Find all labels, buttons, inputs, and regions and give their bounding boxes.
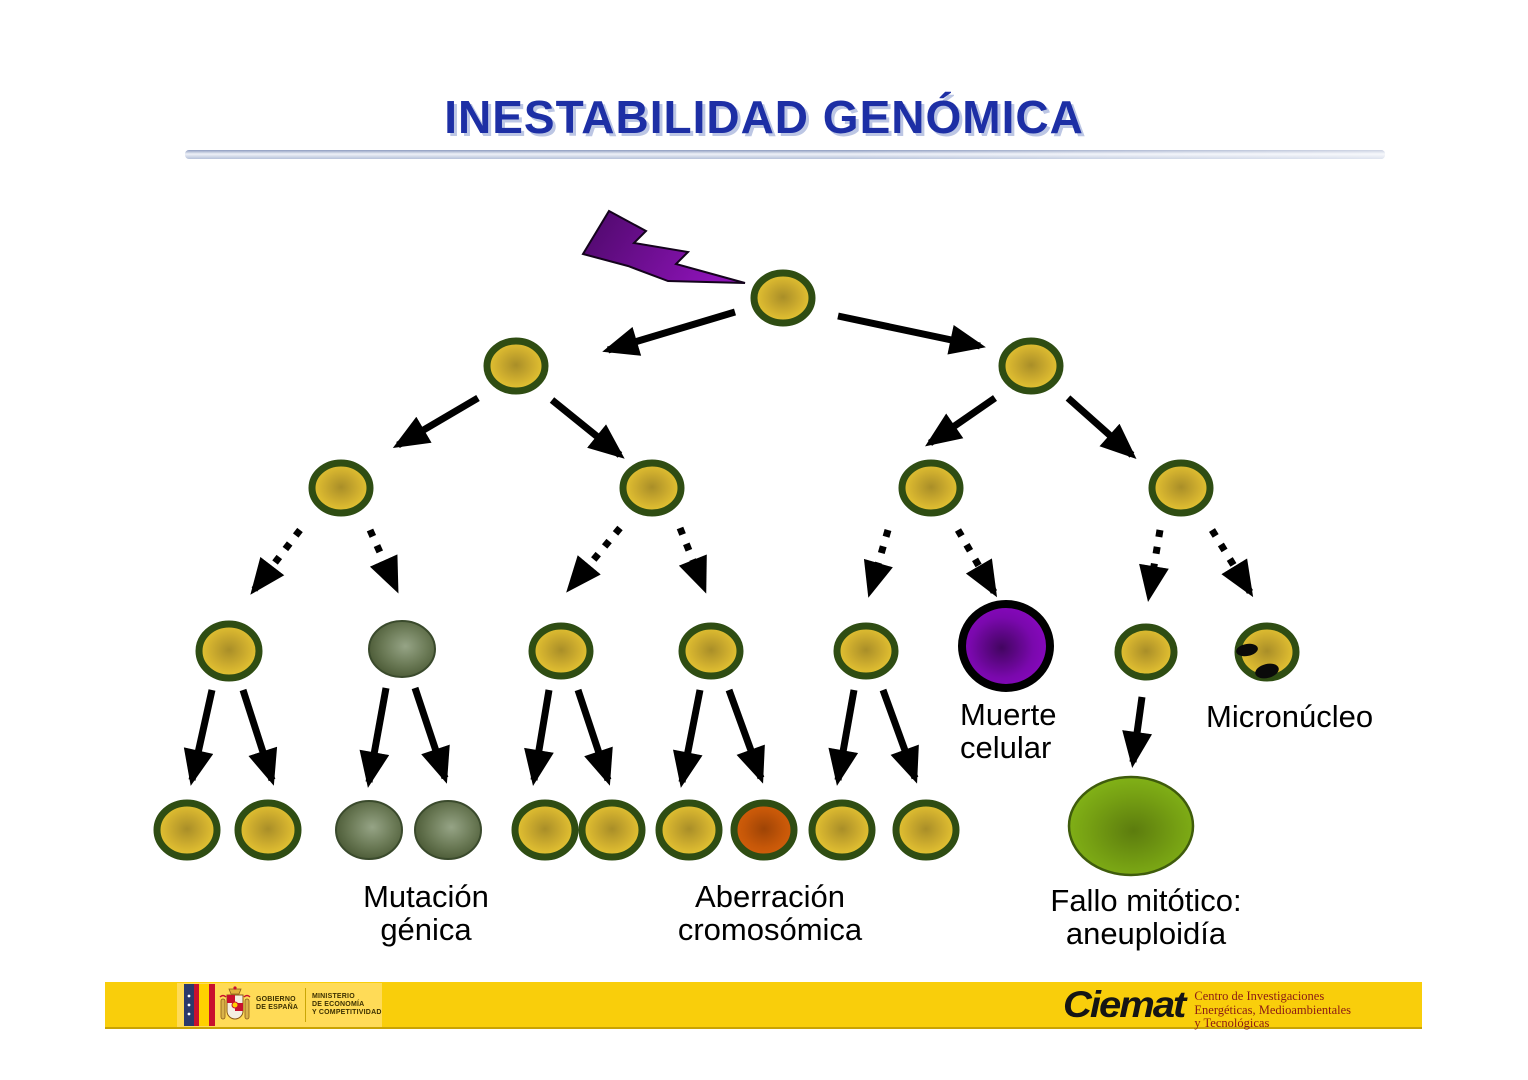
cell-normal <box>898 459 964 517</box>
label-mutacion-genica: Mutación génica <box>363 879 489 947</box>
cell-aneuploid <box>1067 775 1195 877</box>
cell-normal <box>511 799 579 861</box>
footer-bar: GOBIERNO DE ESPAÑA MINISTERIO DE ECONOMÍ… <box>105 982 1422 1031</box>
title-underline <box>185 150 1385 159</box>
cell-normal <box>655 799 723 861</box>
cell-normal <box>195 620 263 682</box>
cell-dead <box>958 600 1054 692</box>
micronucleus-blob <box>1255 663 1279 679</box>
cell-normal <box>833 622 899 680</box>
ministerio-text: MINISTERIO DE ECONOMÍA Y COMPETITIVIDAD <box>312 993 382 1016</box>
cell-normal <box>234 799 302 861</box>
slide-title: INESTABILIDAD GENÓMICA <box>444 91 1084 143</box>
ciemat-description: Centro de Investigaciones Energéticas, M… <box>1194 989 1352 1030</box>
cell-normal <box>308 459 374 517</box>
cell-normal <box>619 459 685 517</box>
cell-normal <box>528 622 594 680</box>
cell-normal <box>578 799 646 861</box>
spain-eu-flag-icon <box>184 984 215 1026</box>
cell-mutated <box>335 800 403 860</box>
cell-mutated <box>414 800 482 860</box>
cell-normal <box>808 799 876 861</box>
delayed-effect-arrows <box>250 525 1254 602</box>
cell-normal <box>1148 459 1214 517</box>
label-micronucleo: Micronúcleo <box>1206 699 1374 734</box>
cell-normal <box>1114 623 1178 681</box>
ciemat-wordmark: Ciemat <box>1063 984 1186 1026</box>
cell-normal <box>750 269 816 327</box>
cell-mutated <box>368 620 436 678</box>
label-fallo-mitotico: Fallo mitótico: aneuploidía <box>1050 883 1242 951</box>
cell-normal <box>678 622 744 680</box>
footer-divider <box>305 988 306 1022</box>
spain-coat-of-arms-icon <box>219 986 251 1020</box>
label-muerte-celular: Muerte celular <box>960 697 1057 765</box>
cell-normal <box>483 337 549 395</box>
lightning-bolt-icon <box>581 209 746 284</box>
cell-normal <box>892 799 960 861</box>
cell-normal <box>153 799 221 861</box>
division-arrows <box>183 308 1153 788</box>
cell-aberrant <box>730 799 798 861</box>
cell-with-micronucleus <box>1234 622 1300 682</box>
label-aberracion-cromosomica: Aberración cromosómica <box>677 879 863 947</box>
micronucleus-blob <box>1236 643 1258 657</box>
ciemat-logo: Ciemat Centro de Investigaciones Energét… <box>1063 987 1351 1031</box>
gobierno-de-espana-text: GOBIERNO DE ESPAÑA <box>256 996 299 1011</box>
cell-normal <box>998 337 1064 395</box>
